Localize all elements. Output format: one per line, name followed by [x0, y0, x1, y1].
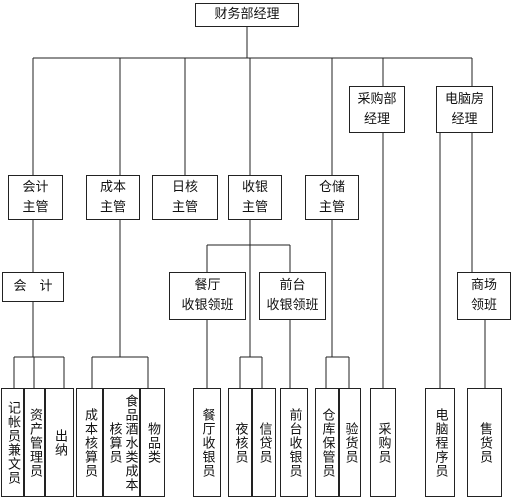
computer-programmer-box: 电脑程序员: [425, 388, 455, 497]
asset-manager-box: 资产管理员: [24, 388, 45, 497]
cashier-supervisor-box: 收银 主管: [228, 175, 282, 220]
night-auditor-box: 夜核员: [228, 388, 252, 497]
storage-supervisor-box: 仓储 主管: [305, 175, 359, 220]
restaurant-cashier-box: 餐厅收银员: [193, 388, 221, 497]
front-desk-cashier-leader-box: 前台 收银领班: [259, 272, 326, 320]
cost-accountant-box: 成本核算员: [76, 388, 103, 497]
credit-clerk-box: 信贷员: [252, 388, 276, 497]
food-beverage-cost-box: 食品酒水类成本核算员: [103, 388, 140, 497]
cost-supervisor-box: 成本 主管: [86, 175, 140, 220]
finance-director-box: 财务部经理: [195, 3, 299, 27]
audit-supervisor-box: 日核 主管: [152, 175, 218, 220]
restaurant-cashier-leader-box: 餐厅 收银领班: [169, 272, 246, 320]
front-desk-cashier-box: 前台收银员: [280, 388, 308, 497]
accountant-box: 会 计: [2, 272, 64, 302]
receiving-clerk-box: 验货员: [339, 388, 361, 497]
accounting-supervisor-box: 会计 主管: [8, 175, 63, 220]
bookkeeper-box: 记帐员兼文员: [1, 388, 24, 497]
mall-leader-box: 商场 领班: [457, 272, 511, 320]
cashier-box: 出纳: [45, 388, 74, 497]
purchasing-manager-box: 采购部 经理: [349, 86, 405, 133]
goods-category-box: 物品类: [140, 388, 165, 497]
salesperson-box: 售货员: [467, 388, 502, 497]
computer-room-manager-box: 电脑房 经理: [436, 86, 493, 133]
buyer-box: 采购员: [370, 388, 396, 497]
storekeeper-box: 仓库保管员: [315, 388, 339, 497]
